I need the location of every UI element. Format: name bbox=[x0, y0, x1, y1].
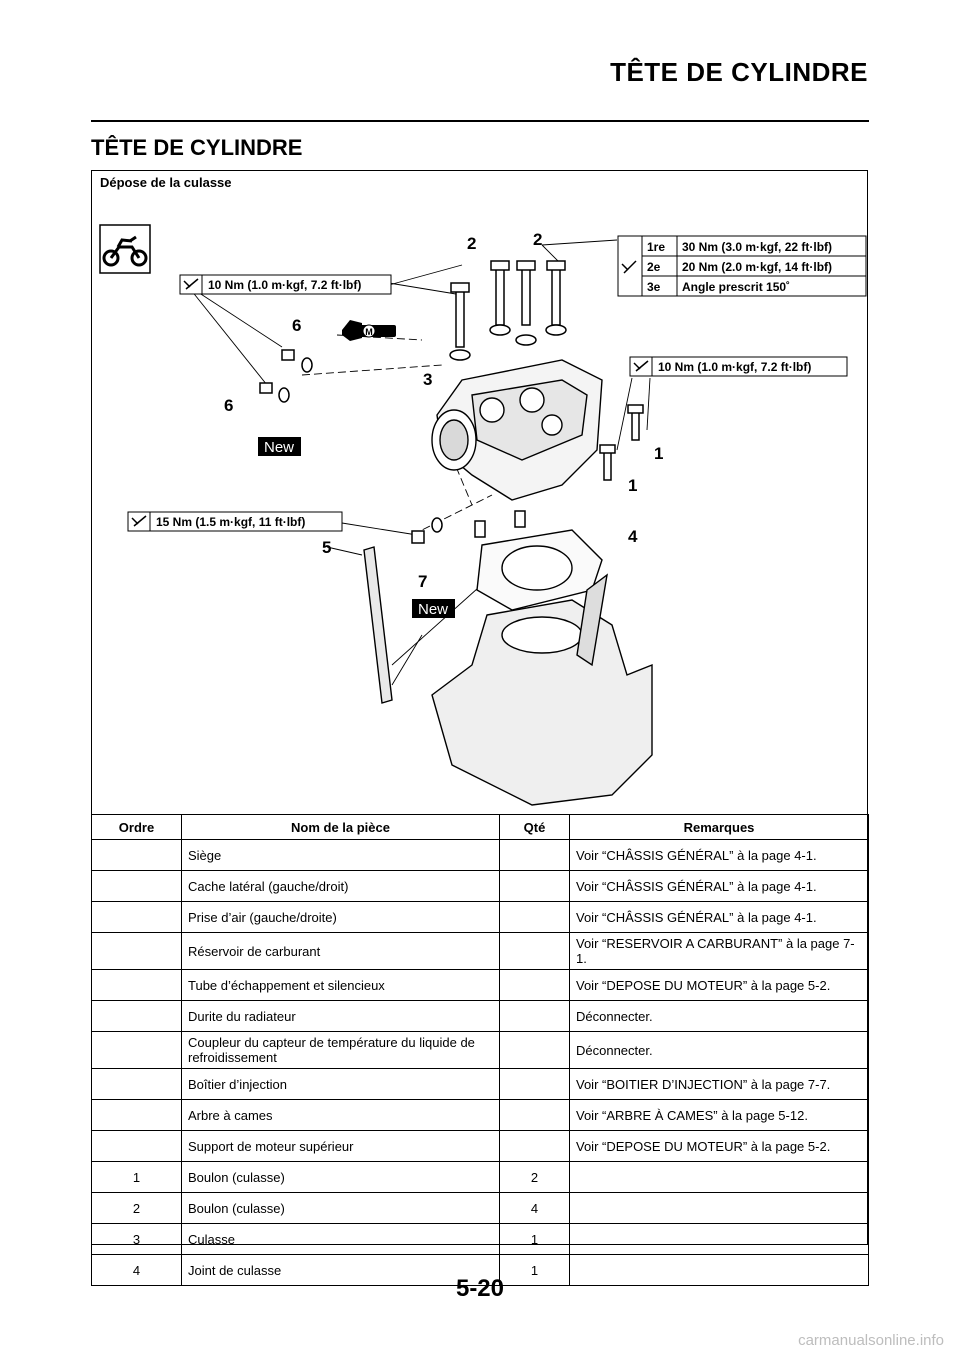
column-header-part-name: Nom de la pièce bbox=[181, 814, 500, 840]
torque-sequence-table: 1re 30 Nm (3.0 m·kgf, 22 ft·lbf) 2e 20 N… bbox=[617, 235, 867, 297]
table-row: Coupleur du capteur de température du li… bbox=[91, 1031, 869, 1069]
procedure-title: Dépose de la culasse bbox=[100, 175, 232, 190]
grease-gun-icon: M bbox=[342, 320, 396, 341]
callout-number: 3 bbox=[423, 370, 432, 389]
callout-number: 4 bbox=[628, 527, 638, 546]
torque-lower-left-value: 15 Nm (1.5 m·kgf, 11 ft·lbf) bbox=[156, 515, 305, 529]
column-header-qty: Qté bbox=[499, 814, 570, 840]
callout-number: 5 bbox=[322, 538, 331, 557]
new-badge: New bbox=[258, 437, 301, 456]
torque-step-1-value: 30 Nm (3.0 m·kgf, 22 ft·lbf) bbox=[682, 240, 832, 254]
page-number: 5-20 bbox=[455, 1275, 505, 1302]
svg-text:New: New bbox=[418, 601, 448, 618]
torque-right-value: 10 Nm (1.0 m·kgf, 7.2 ft·lbf) bbox=[658, 360, 811, 374]
torque-wrench-icon bbox=[621, 260, 637, 274]
cylinder-head-gasket-drawing bbox=[476, 529, 603, 611]
callout-number: 1 bbox=[628, 476, 637, 495]
callout-number: 6 bbox=[224, 396, 233, 415]
torque-wrench-icon bbox=[131, 515, 147, 527]
table-header-row: Ordre Nom de la pièce Qté Remarques bbox=[91, 814, 869, 840]
new-badge: New bbox=[412, 599, 455, 618]
torque-step-2: 2e bbox=[647, 260, 661, 274]
section-title: TÊTE DE CYLINDRE bbox=[91, 135, 303, 160]
torque-step-3-value: Angle prescrit 150˚ bbox=[682, 280, 790, 294]
parts-table: Ordre Nom de la pièce Qté Remarques Sièg… bbox=[91, 814, 869, 1286]
lubricant-mark: M bbox=[365, 327, 373, 337]
watermark: carmanualsonline.info bbox=[798, 1332, 944, 1349]
torque-spec-right: 10 Nm (1.0 m·kgf, 7.2 ft·lbf) bbox=[629, 356, 848, 377]
torque-wrench-icon bbox=[183, 278, 199, 290]
table-row: Cache latéral (gauche/droit)Voir “CHÂSSI… bbox=[91, 870, 869, 902]
table-row: Prise d’air (gauche/droite)Voir “CHÂSSIS… bbox=[91, 901, 869, 933]
torque-spec-top-left: 10 Nm (1.0 m·kgf, 7.2 ft·lbf) bbox=[179, 274, 392, 295]
exploded-view-diagram: M 10 Nm (1.0 m·kgf, 7.2 ft·lbf) 10 Nm (1… bbox=[92, 195, 867, 815]
header-rule bbox=[91, 120, 869, 122]
engine-block-drawing bbox=[431, 573, 653, 806]
running-header-title: TÊTE DE CYLINDRE bbox=[610, 57, 868, 87]
column-header-order: Ordre bbox=[91, 814, 182, 840]
callout-number: 2 bbox=[533, 230, 542, 249]
callout-number: 6 bbox=[292, 316, 301, 335]
torque-wrench-icon bbox=[633, 360, 649, 372]
svg-text:New: New bbox=[264, 439, 294, 456]
callout-number: 2 bbox=[467, 234, 476, 253]
torque-spec-lower-left: 15 Nm (1.5 m·kgf, 11 ft·lbf) bbox=[127, 511, 343, 532]
torque-step-3: 3e bbox=[647, 280, 661, 294]
torque-step-2-value: 20 Nm (2.0 m·kgf, 14 ft·lbf) bbox=[682, 260, 832, 274]
chain-guide-drawing bbox=[363, 546, 393, 704]
callout-number: 7 bbox=[418, 572, 427, 591]
callout-number: 1 bbox=[654, 444, 663, 463]
cylinder-head-drawing bbox=[431, 359, 603, 501]
motorcycle-icon bbox=[99, 224, 151, 274]
torque-step-1: 1re bbox=[647, 240, 665, 254]
column-header-remarks: Remarques bbox=[569, 814, 869, 840]
torque-top-left-value: 10 Nm (1.0 m·kgf, 7.2 ft·lbf) bbox=[208, 278, 361, 292]
